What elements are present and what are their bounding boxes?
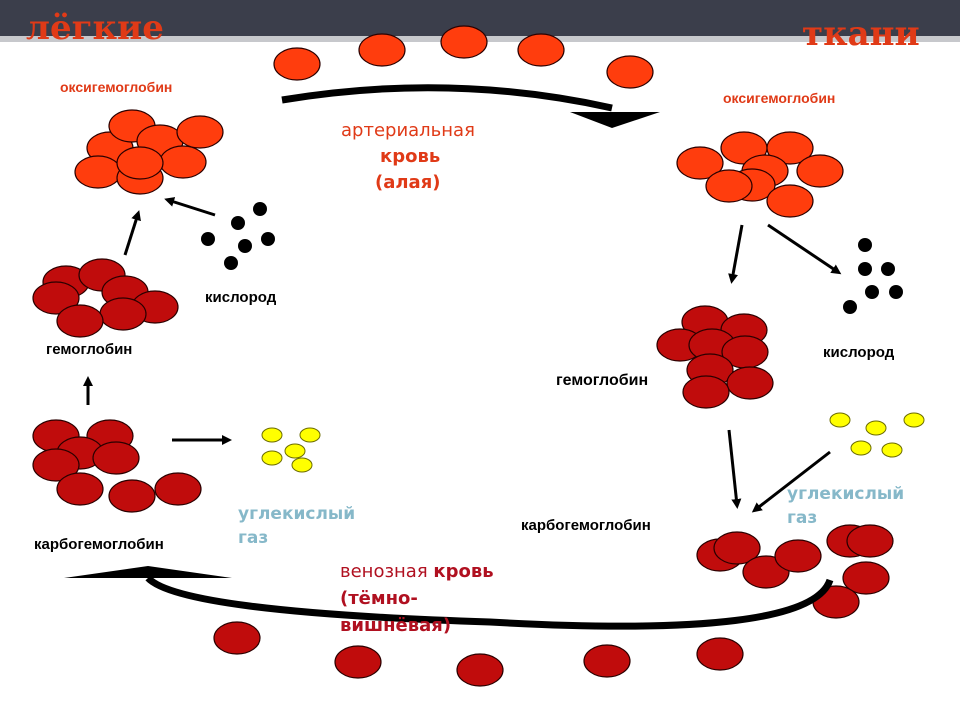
arrow-co2-to-carbo-tissues	[751, 450, 831, 513]
label-carbohemoglobin-tissues: карбогемоглобин	[521, 517, 651, 534]
oxygen-dot-tissues-2	[881, 262, 895, 276]
cell-lungs-carbo-4	[32, 448, 80, 482]
title-tissues: ткани	[802, 14, 920, 54]
cell-venous-0	[213, 621, 261, 655]
oxygen-dot-tissues-1	[858, 262, 872, 276]
cell-lungs-oxy-3	[176, 115, 224, 149]
co2-dot-tissues-4	[881, 442, 903, 458]
oxygen-dot-lungs-0	[253, 202, 267, 216]
label-co2-tissues-1: углекислый	[787, 484, 905, 504]
cell-lungs-carbo-3	[92, 441, 140, 475]
label-oxygen-lungs: кислород	[205, 289, 277, 306]
label-venous-1: венозная кровь	[340, 560, 494, 584]
co2-dot-tissues-3	[850, 440, 872, 456]
label-co2-lungs-2: газ	[238, 528, 269, 548]
cell-arterial-1	[358, 33, 406, 67]
oxygen-dot-lungs-1	[231, 216, 245, 230]
cell-lungs-hemo-5	[99, 297, 147, 331]
co2-dot-lungs-4	[291, 457, 313, 473]
label-venous-word: венозная	[340, 561, 434, 582]
cell-lungs-hemo-3	[32, 281, 80, 315]
cell-venous-3	[583, 644, 631, 678]
label-hemoglobin-tissues: гемоглобин	[556, 372, 649, 389]
label-venous-blood: кровь	[433, 561, 494, 582]
arrow-hemo-to-oxy	[123, 210, 141, 256]
label-hemoglobin-lungs: гемоглобин	[46, 341, 133, 358]
label-oxyhemoglobin-tissues: оксигемоглобин	[723, 90, 836, 106]
arrow-oxy-to-hemo-tissues	[728, 224, 744, 284]
arterial-flow-arrow	[281, 84, 613, 112]
label-arterial-3: (алая)	[375, 172, 441, 193]
cell-tissues-hemo-6	[726, 366, 774, 400]
co2-dot-tissues-2	[903, 412, 925, 428]
cell-tissues-oxy-2	[766, 131, 814, 165]
label-oxyhemoglobin-lungs: оксигемоглобин	[60, 79, 173, 95]
title-lungs: лёгкие	[26, 8, 164, 48]
arrow-hemo-to-carbo-tissues	[727, 429, 742, 509]
co2-dot-lungs-2	[284, 443, 306, 459]
cell-lungs-oxy-6	[159, 145, 207, 179]
arrow-oxygen-to-oxy	[164, 197, 216, 217]
cell-arterial-0	[273, 47, 321, 81]
cell-lungs-carbo-7	[154, 472, 202, 506]
cell-tissues-carbo-1	[713, 531, 761, 565]
label-oxygen-tissues: кислород	[823, 344, 895, 361]
co2-dot-lungs-0	[261, 427, 283, 443]
oxygen-dot-lungs-4	[261, 232, 275, 246]
cell-arterial-2	[440, 25, 488, 59]
label-co2-lungs-1: углекислый	[238, 504, 356, 524]
oxygen-dot-tissues-4	[889, 285, 903, 299]
cell-lungs-oxy-4	[74, 155, 122, 189]
cell-arterial-3	[517, 33, 565, 67]
cell-arterial-4	[606, 55, 654, 89]
oxygen-dot-tissues-5	[843, 300, 857, 314]
cell-lungs-hemo-6	[56, 304, 104, 338]
oxygen-dot-lungs-5	[224, 256, 238, 270]
cell-tissues-oxy-4	[796, 154, 844, 188]
co2-dot-tissues-1	[865, 420, 887, 436]
arterial-flow-arrowhead	[570, 112, 660, 128]
label-arterial-1: артериальная	[341, 120, 475, 141]
cell-tissues-carbo-7	[846, 524, 894, 558]
cell-venous-1	[334, 645, 382, 679]
cell-lungs-carbo-6	[108, 479, 156, 513]
co2-dot-lungs-1	[299, 427, 321, 443]
oxygen-dot-tissues-0	[858, 238, 872, 252]
co2-dot-lungs-3	[261, 450, 283, 466]
label-arterial-2: кровь	[380, 146, 441, 167]
label-co2-tissues-2: газ	[787, 508, 818, 528]
oxygen-dot-lungs-2	[201, 232, 215, 246]
arrow-oxy-to-oxygen-tissues	[767, 223, 842, 275]
venous-flow-arrow	[145, 575, 834, 630]
cell-lungs-oxy-7	[116, 146, 164, 180]
label-carbohemoglobin-lungs: карбогемоглобин	[34, 536, 164, 553]
cell-venous-4	[696, 637, 744, 671]
oxygen-dot-lungs-3	[238, 239, 252, 253]
venous-flow-arrowhead	[64, 566, 232, 578]
cell-tissues-carbo-3	[774, 539, 822, 573]
co2-dot-tissues-0	[829, 412, 851, 428]
cell-tissues-hemo-7	[682, 375, 730, 409]
oxygen-dot-tissues-3	[865, 285, 879, 299]
cell-tissues-oxy-0	[676, 146, 724, 180]
label-venous-3: вишнёвая)	[340, 615, 452, 636]
cell-lungs-carbo-5	[56, 472, 104, 506]
cell-tissues-oxy-7	[766, 184, 814, 218]
cell-venous-2	[456, 653, 504, 687]
cell-tissues-carbo-5	[842, 561, 890, 595]
cell-tissues-oxy-6	[705, 169, 753, 203]
label-venous-2: (тёмно-	[340, 588, 418, 609]
